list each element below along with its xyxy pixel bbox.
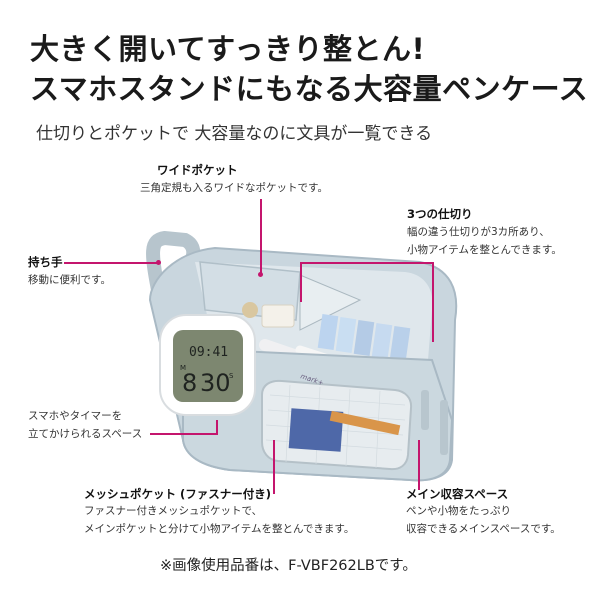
triangle-ruler — [299, 274, 362, 331]
handle-dot — [156, 260, 161, 265]
dividers-text-2: 小物アイテムを整とんできます。 — [407, 244, 562, 256]
stand-space-leader — [150, 433, 218, 435]
sticky-note — [371, 323, 393, 359]
wide-pocket-leader — [260, 199, 262, 274]
wide-pocket-text: 三角定規も入るワイドなポケットです。 — [140, 182, 328, 194]
timer-display — [173, 330, 243, 402]
mesh-pocket-text-2: メインポケットと分けて小物アイテムを整とんできます。 — [84, 523, 355, 535]
sticky-note — [389, 326, 411, 362]
handle-title: 持ち手 — [28, 255, 63, 269]
zipper-pull — [440, 400, 448, 455]
handle-text: 移動に便利です。 — [28, 274, 111, 286]
dividers-leader-left — [300, 262, 302, 302]
subheadline: 仕切りとポケットで 大容量なのに文具が一覧できる — [36, 124, 433, 144]
wide-pocket-title: ワイドポケット — [157, 163, 238, 177]
dividers-leader-right — [432, 262, 434, 342]
footnote: ※画像使用品番は、F-VBF262LBです。 — [160, 558, 417, 574]
timer-s-label: S — [229, 372, 234, 380]
dividers-text-1: 幅の違う仕切りが3カ所あり、 — [407, 226, 550, 238]
main-storage-text-1: ペンや小物をたっぷり — [406, 505, 511, 517]
zipper-pull — [421, 390, 429, 430]
main-storage-title: メイン収容スペース — [406, 487, 509, 501]
headline-line-2: スマホスタンドにもなる大容量ペンケース — [30, 72, 589, 106]
sticky-note — [335, 317, 357, 353]
dividers-title: 3つの仕切り — [407, 207, 473, 221]
main-storage-text-2: 収容できるメインスペースです。 — [406, 523, 561, 535]
mesh-pocket-text-1: ファスナー付きメッシュポケットで、 — [84, 505, 263, 517]
orange-pencil — [329, 410, 401, 436]
mesh-grid — [265, 384, 406, 469]
stand-space-leader-up — [216, 420, 218, 434]
mesh-pocket-title: メッシュポケット (ファスナー付き) — [84, 487, 272, 501]
timer-seconds: 30 — [200, 369, 231, 397]
main-storage-leader — [418, 440, 420, 490]
timer-clock: 09:41 — [189, 345, 228, 360]
stand-space-text-2: 立てかけられるスペース — [28, 428, 143, 440]
headline-line-1: 大きく開いてすっきり整とん! — [30, 32, 426, 66]
gold-clip — [242, 302, 258, 318]
stand-space-text-1: スマホやタイマーを — [28, 410, 123, 422]
timer-minutes: 8 — [182, 369, 197, 397]
blue-notebook — [288, 408, 344, 452]
eraser — [261, 304, 295, 328]
handle-leader — [64, 262, 159, 264]
mesh-pocket-leader — [273, 440, 275, 494]
dividers-leader-bar — [300, 262, 434, 264]
wide-pocket-dot — [258, 272, 263, 277]
sticky-note — [317, 314, 339, 350]
sticky-note — [353, 320, 375, 356]
timer-m-label: M — [180, 364, 186, 372]
